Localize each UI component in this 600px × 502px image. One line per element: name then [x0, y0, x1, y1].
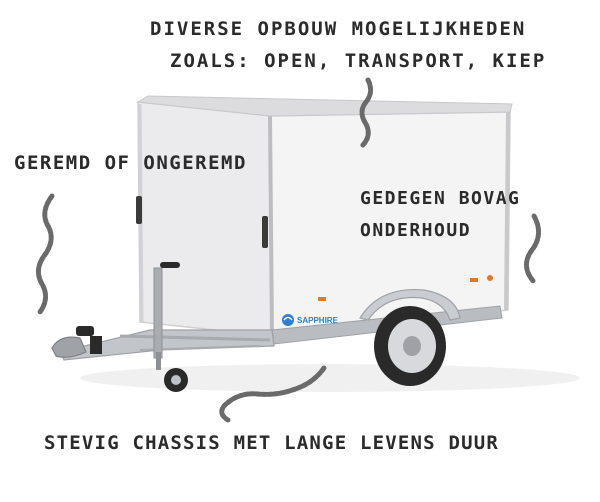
annotation-brakes: Geremd of ongeremd	[14, 152, 247, 174]
door-handle-left	[136, 196, 142, 224]
side-reflector-2	[470, 278, 478, 282]
annotation-maintenance: onderhoud	[360, 220, 472, 241]
brand-logo	[282, 314, 294, 326]
annotation-construction-options: Diverse opbouw mogelijkheden	[150, 18, 527, 40]
door-handle-right	[262, 216, 268, 248]
arrow-chassis	[219, 365, 327, 423]
annotation-bovag: Gedegen Bovag	[360, 188, 521, 209]
brand-logo-text: SAPPHIRE	[297, 316, 339, 325]
side-reflector-1	[318, 297, 326, 301]
arrow-top	[359, 77, 374, 149]
arrow-bovag	[524, 213, 541, 285]
main-wheel	[374, 306, 446, 386]
annotation-chassis: Stevig chassis met lange levens duur	[44, 432, 500, 454]
annotation-construction-types: zoals: open, transport, kiep	[170, 50, 547, 72]
ground-shadow	[80, 364, 580, 392]
trailer-corner-profile	[268, 115, 274, 337]
arrow-brakes	[36, 193, 55, 315]
mudguard	[359, 288, 461, 321]
jockey-wheel	[153, 262, 188, 392]
side-marker-light	[487, 275, 493, 281]
trailer-roof	[136, 95, 513, 117]
coupling-head	[51, 326, 102, 358]
